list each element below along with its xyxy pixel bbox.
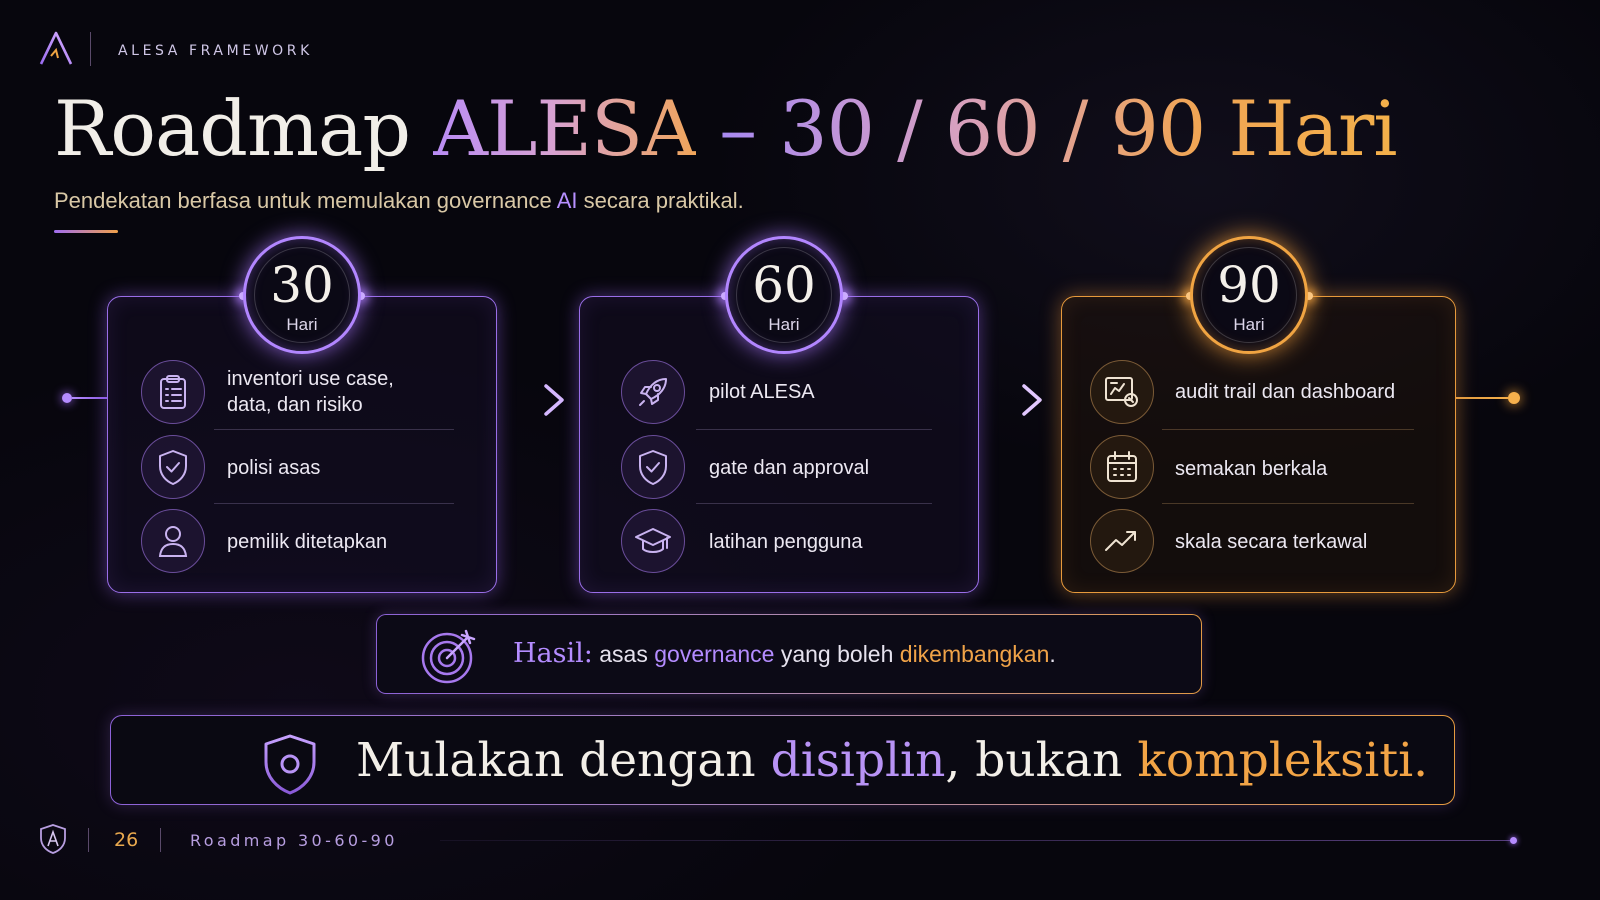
timeline-start-line	[72, 397, 108, 399]
row-divider	[1162, 429, 1414, 430]
list-item: pemilik ditetapkan	[227, 531, 388, 553]
motto-part3: , bukan	[945, 733, 1123, 788]
result-label: Hasil:	[513, 638, 593, 669]
footer-line	[440, 840, 1512, 841]
result-pre: asas	[599, 641, 648, 667]
audit-dashboard-icon	[1090, 360, 1154, 424]
footer-shield-logo-icon	[40, 824, 66, 854]
phase-unit: Hari	[286, 315, 318, 334]
target-icon	[421, 629, 476, 684]
badge-node	[840, 292, 848, 300]
title-part-roadmap: Roadmap	[54, 84, 411, 173]
footer-dot	[1510, 837, 1517, 844]
alesa-logo-icon	[39, 31, 73, 65]
shield-check-icon	[141, 435, 205, 499]
phase-badge-30: 30 Hari	[243, 236, 361, 354]
motto-part1: Mulakan dengan	[356, 733, 756, 788]
footer-section-label: Roadmap 30-60-90	[190, 831, 398, 850]
motto-text: Mulakan dengan disiplin, bukan kompleksi…	[356, 731, 1428, 791]
list-item: polisi asas	[227, 457, 321, 479]
list-item: gate dan approval	[709, 457, 870, 479]
subtitle-post: secara praktikal.	[583, 188, 744, 213]
motto-disiplin: disiplin	[770, 733, 946, 788]
list-item: latihan pengguna	[709, 531, 863, 553]
badge-node	[357, 292, 365, 300]
row-divider	[214, 429, 454, 430]
list-item: pilot ALESA	[709, 381, 815, 403]
phase-badge-90: 90 Hari	[1190, 236, 1308, 354]
list-item: skala secara terkawal	[1175, 531, 1368, 553]
motto-kompleksiti: kompleksiti.	[1137, 733, 1429, 788]
rocket-icon	[621, 360, 685, 424]
page-subtitle: Pendekatan berfasa untuk memulakan gover…	[54, 188, 744, 214]
user-icon	[141, 509, 205, 573]
row-divider	[696, 503, 932, 504]
page-title: Roadmap ALESA – 30 / 60 / 90 Hari	[54, 84, 1398, 174]
motto-banner	[110, 715, 1455, 805]
trend-up-icon	[1090, 509, 1154, 573]
brand-name: ALESA FRAMEWORK	[118, 43, 313, 59]
phase-number: 60	[752, 256, 816, 314]
result-banner	[376, 614, 1202, 694]
title-part-days: – 30 / 60 / 90 Hari	[719, 84, 1398, 173]
timeline-end-dot	[1508, 392, 1520, 404]
result-end: .	[1049, 641, 1056, 667]
list-item: semakan berkala	[1175, 458, 1328, 480]
phase-number: 90	[1217, 256, 1281, 314]
list-item: audit trail dan dashboard	[1175, 381, 1396, 403]
clipboard-checklist-icon	[141, 360, 205, 424]
list-item-line: data, dan risiko	[227, 394, 363, 416]
phase-unit: Hari	[1233, 315, 1265, 334]
phase-unit: Hari	[768, 315, 800, 334]
subtitle-ai: AI	[556, 188, 578, 213]
row-divider	[214, 503, 454, 504]
list-item: inventori use case, data, dan risiko	[227, 366, 467, 418]
phase-number: 30	[270, 256, 334, 314]
result-governance: governance	[654, 641, 775, 667]
result-text: Hasil: asas governance yang boleh dikemb…	[513, 638, 1056, 669]
title-part-alesa: ALESA	[433, 84, 697, 173]
page-number: 26	[114, 829, 139, 851]
row-divider	[1162, 503, 1414, 504]
footer-divider	[88, 828, 89, 852]
subtitle-pre: Pendekatan berfasa untuk memulakan gover…	[54, 188, 552, 213]
timeline-end-line	[1456, 397, 1508, 399]
result-dikembangkan: dikembangkan	[899, 641, 1050, 667]
graduation-cap-icon	[621, 509, 685, 573]
shield-check-icon	[621, 435, 685, 499]
shield-icon	[264, 734, 316, 795]
calendar-icon	[1090, 435, 1154, 499]
row-divider	[696, 429, 932, 430]
subtitle-accent-line	[54, 230, 118, 233]
header-divider	[90, 32, 91, 66]
footer-divider	[160, 828, 161, 852]
phase-badge-60: 60 Hari	[725, 236, 843, 354]
timeline-start-dot	[62, 393, 72, 403]
result-mid: yang boleh	[780, 641, 894, 667]
badge-node	[1305, 292, 1313, 300]
list-item-line: inventori use case,	[227, 368, 394, 390]
